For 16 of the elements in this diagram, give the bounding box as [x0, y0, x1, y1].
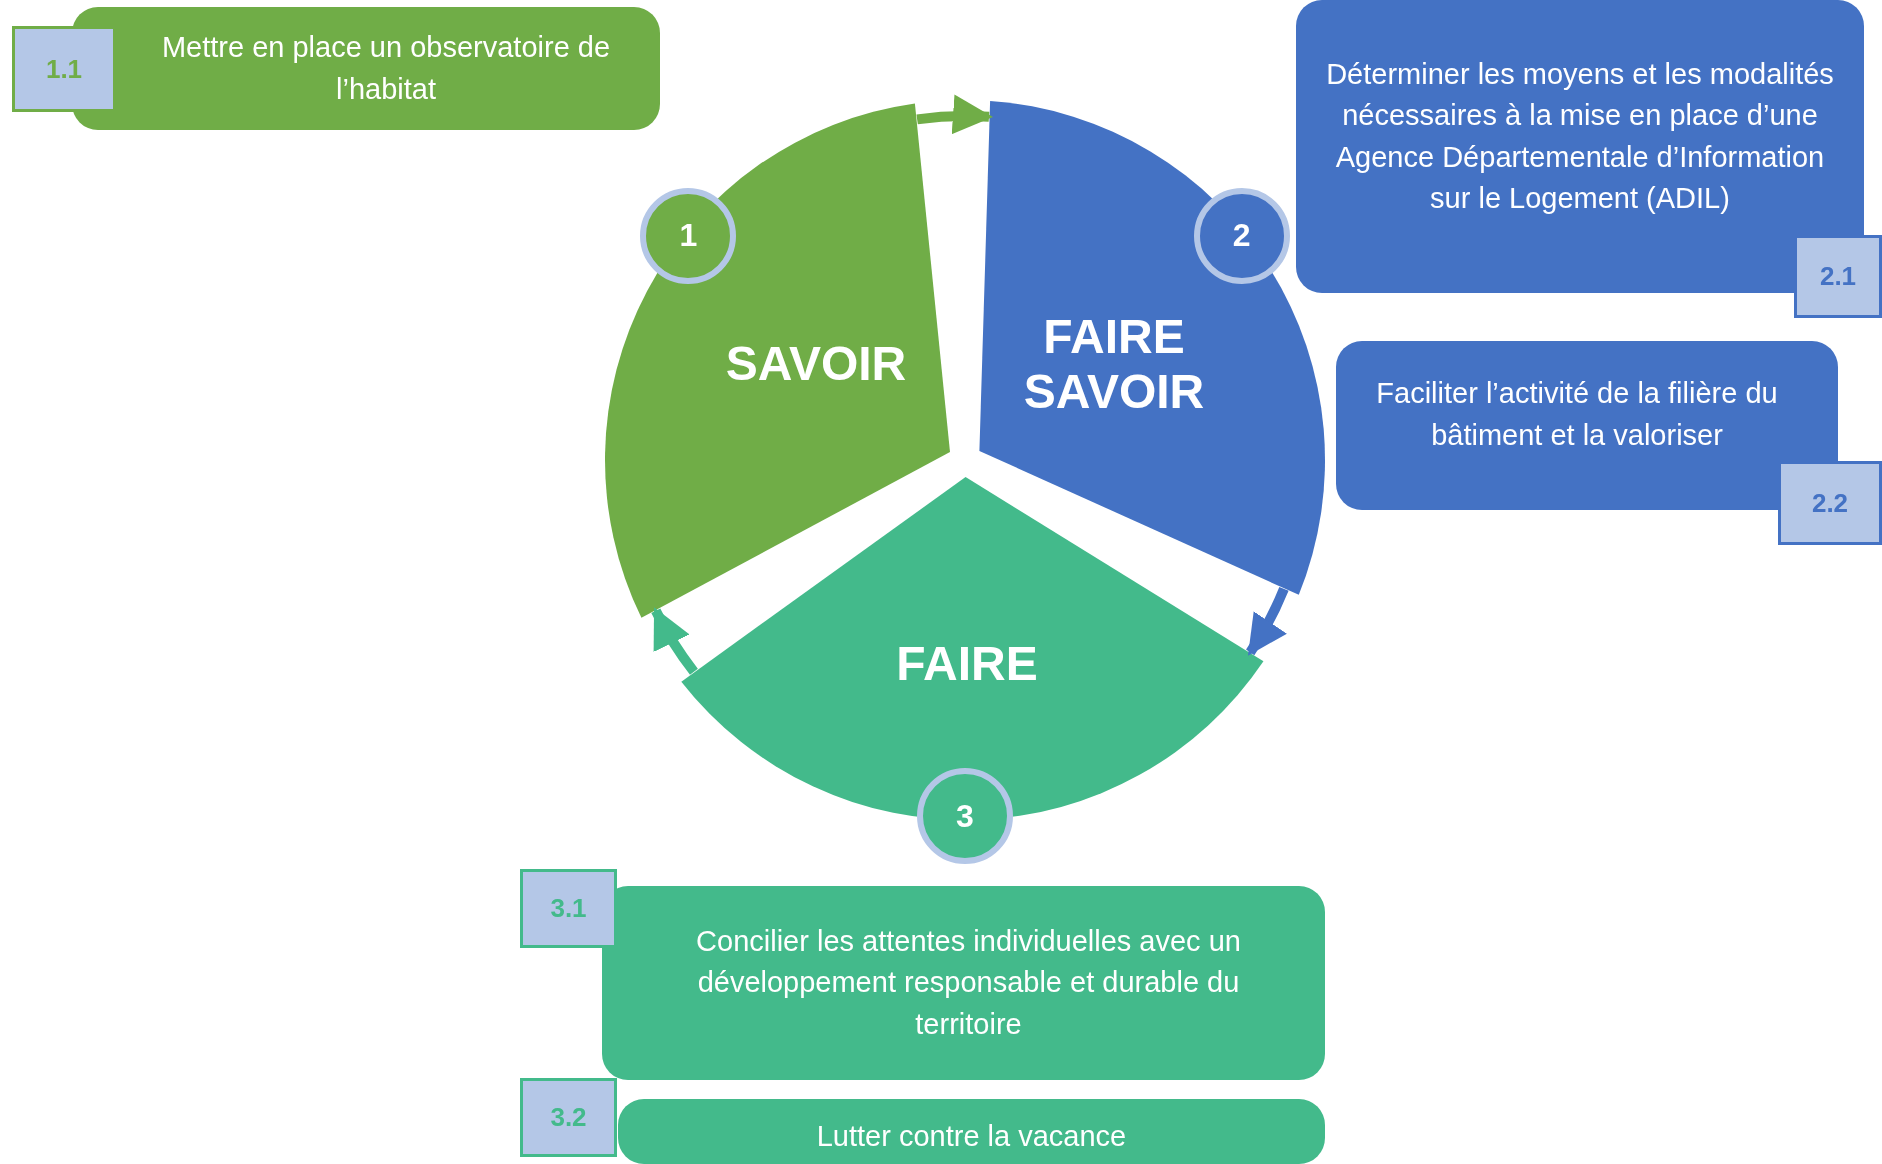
number-circle: 3 [917, 768, 1013, 864]
segment-label: FAIRE SAVOIR [1022, 308, 1206, 420]
text-box: Concilier les attentes individuelles avec un développement responsable et durable du territoire [602, 886, 1325, 1080]
arrow [651, 607, 698, 675]
number-tag: 3.1 [520, 869, 617, 948]
number-tag: 2.2 [1778, 461, 1882, 545]
text-box: Lutter contre la vacance [618, 1099, 1325, 1164]
number-tag: 1.1 [12, 26, 116, 112]
number-circle: 1 [640, 187, 737, 284]
segment-label: FAIRE [895, 636, 1039, 692]
arrow [1245, 586, 1289, 656]
segment-label: SAVOIR [724, 336, 908, 392]
number-circle: 2 [1193, 187, 1290, 284]
number-tag: 2.1 [1794, 235, 1882, 318]
arrow [916, 95, 993, 136]
number-tag: 3.2 [520, 1078, 617, 1157]
